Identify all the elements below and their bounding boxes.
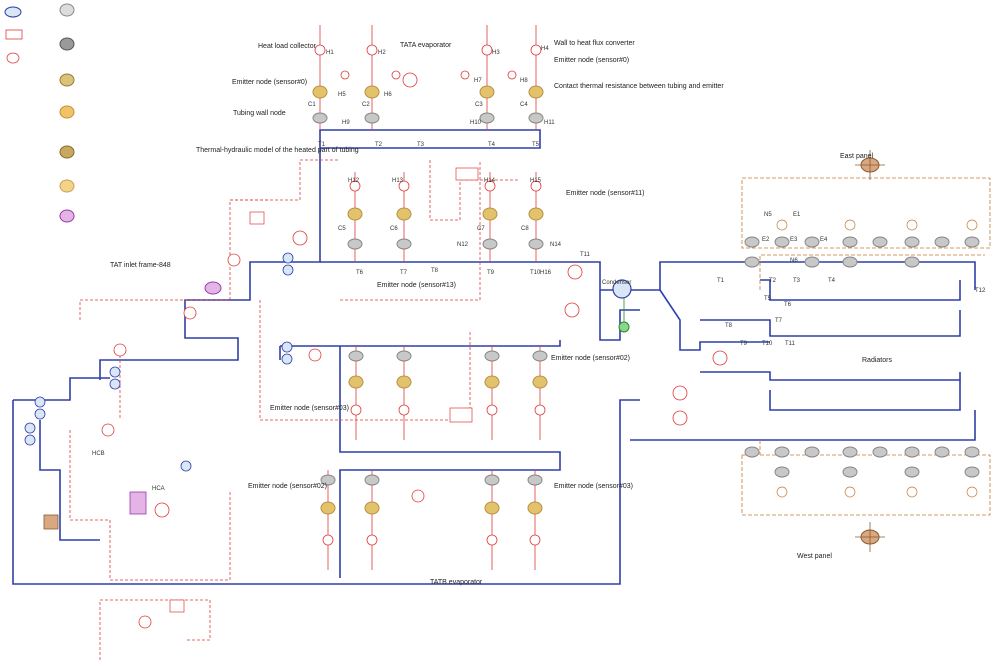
svg-text:H4: H4	[541, 46, 549, 52]
legend-item	[4, 3, 75, 18]
condenser-label: Condenser	[602, 280, 631, 286]
svg-text:T4: T4	[828, 278, 836, 284]
hcb-label: HCB	[92, 451, 105, 457]
svg-text:T6: T6	[356, 270, 364, 276]
east-panel-label: East panel	[840, 153, 874, 160]
svg-text:N6: N6	[790, 258, 798, 264]
svg-text:N5: N5	[764, 212, 772, 218]
emitter-node-label: Emitter node (sensor#0)	[232, 79, 307, 86]
thermal-hydraulic-label: Thermal-hydraulic model of the heated pa…	[196, 147, 359, 154]
svg-text:T8: T8	[431, 268, 439, 274]
components	[24, 72, 728, 629]
svg-text:T5: T5	[764, 296, 772, 302]
svg-text:T11: T11	[785, 341, 796, 347]
emitter-node-label: Emitter node (sensor#13)	[377, 282, 456, 289]
wall-to-heat-flux-label: Wall to heat flux converter	[554, 40, 635, 47]
emitter-node-label: Emitter node (sensor#0)	[554, 57, 629, 64]
node-tags: H1 H2 H3 H4 H5 H6 H7 H8 C1 C2 C3 C4 H9 H…	[308, 46, 986, 347]
radiators-label: Radiators	[862, 357, 892, 364]
svg-text:C7: C7	[477, 226, 485, 232]
svg-text:T9: T9	[487, 270, 495, 276]
emitter-node-label: Emitter node (sensor#03)	[270, 405, 349, 412]
svg-text:T10: T10	[530, 270, 541, 276]
svg-text:E3: E3	[790, 237, 798, 243]
light-orange-node-icon	[59, 179, 75, 193]
svg-text:H16: H16	[540, 270, 552, 276]
svg-text:H7: H7	[474, 78, 482, 84]
emitter-node-label: Emitter node (sensor#03)	[554, 483, 633, 490]
heat-load-collector-label: Heat load collector	[258, 43, 317, 50]
svg-text:C6: C6	[390, 226, 398, 232]
svg-text:T7: T7	[400, 270, 408, 276]
svg-text:E1: E1	[793, 212, 801, 218]
svg-text:H8: H8	[520, 78, 528, 84]
svg-text:H10: H10	[470, 120, 482, 126]
svg-text:H5: H5	[338, 92, 346, 98]
west-panel-label: West panel	[797, 553, 832, 560]
svg-text:H11: H11	[544, 120, 555, 126]
svg-text:E2: E2	[762, 237, 770, 243]
svg-text:E4: E4	[820, 237, 828, 243]
svg-text:H12: H12	[348, 178, 360, 184]
svg-text:T3: T3	[793, 278, 801, 284]
svg-text:C8: C8	[521, 226, 529, 232]
emitter-node-label: Emitter node (sensor#02)	[248, 483, 327, 490]
svg-text:N12: N12	[457, 242, 469, 248]
olive-node-icon	[59, 73, 75, 87]
purple-node-icon	[59, 209, 75, 223]
svg-text:H3: H3	[492, 50, 500, 56]
orange-node-icon	[59, 105, 75, 119]
svg-text:C5: C5	[338, 226, 346, 232]
svg-text:H6: H6	[384, 92, 392, 98]
svg-text:C3: C3	[475, 102, 483, 108]
svg-text:C2: C2	[362, 102, 370, 108]
legend	[4, 3, 75, 223]
contact-resistance-label: Contact thermal resistance between tubin…	[554, 83, 724, 90]
olive-node-icon	[59, 145, 75, 159]
svg-text:T8: T8	[725, 323, 733, 329]
tata-evaporator-lower	[347, 172, 544, 262]
emitter-node-label: Emitter node (sensor#02)	[551, 355, 630, 362]
svg-text:T9: T9	[740, 341, 748, 347]
svg-text:H13: H13	[392, 178, 404, 184]
tatb-evaporator	[320, 346, 548, 570]
svg-text:T1: T1	[717, 278, 725, 284]
annotations: Heat load collector TATA evaporator Wall…	[92, 40, 892, 586]
tata-evaporator-upper	[312, 25, 544, 130]
radiator-panels	[741, 177, 991, 516]
svg-text:H15: H15	[530, 178, 542, 184]
svg-text:T1: T1	[318, 142, 326, 148]
svg-text:C4: C4	[520, 102, 528, 108]
svg-text:N14: N14	[550, 242, 562, 248]
svg-text:H9: H9	[342, 120, 350, 126]
dark-grey-node-icon	[59, 37, 75, 51]
svg-text:T3: T3	[417, 142, 425, 148]
svg-text:T6: T6	[784, 302, 792, 308]
svg-text:T4: T4	[488, 142, 496, 148]
svg-text:T10: T10	[762, 341, 773, 347]
svg-text:T11: T11	[580, 252, 591, 258]
svg-text:T12: T12	[975, 288, 986, 294]
svg-text:T2: T2	[769, 278, 777, 284]
hca-label: HCA	[152, 486, 165, 492]
svg-text:H2: H2	[378, 50, 386, 56]
svg-text:C1: C1	[308, 102, 316, 108]
tat-inlet-label: TAT inlet frame-848	[110, 262, 171, 269]
svg-text:T7: T7	[775, 318, 783, 324]
radiator-nodes	[744, 150, 980, 552]
svg-text:T5: T5	[532, 142, 540, 148]
evaporator-b-label: TATB evaporator	[430, 579, 483, 586]
svg-text:T2: T2	[375, 142, 383, 148]
svg-text:H1: H1	[326, 50, 334, 56]
svg-text:H14: H14	[484, 178, 496, 184]
emitter-node-label: Emitter node (sensor#11)	[566, 190, 644, 197]
tubing-wall-node-label: Tubing wall node	[233, 110, 286, 117]
evaporator-a-label: TATA evaporator	[400, 42, 452, 49]
